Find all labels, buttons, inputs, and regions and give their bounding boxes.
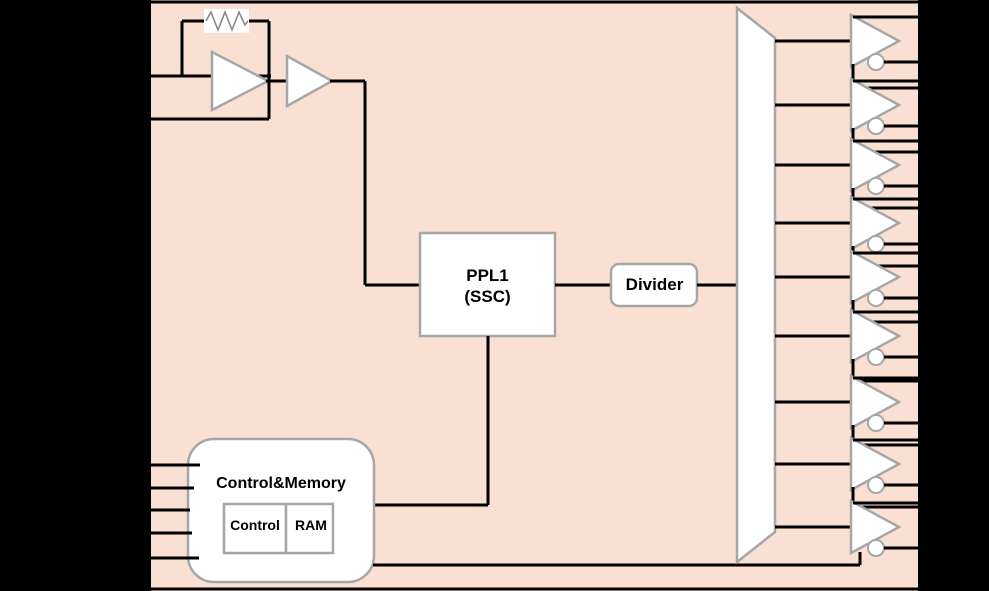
- buffer-4-inverting-bubble-icon: [867, 235, 885, 253]
- output-buffer-2[interactable]: [775, 76, 918, 154]
- pll-to-control-wire: [373, 336, 490, 507]
- oscillator-inverter-icon: [210, 49, 271, 113]
- output-buffer-4[interactable]: [775, 194, 918, 268]
- control-bottom-bus: [373, 552, 862, 567]
- resistor-icon: [204, 9, 249, 33]
- pll-block[interactable]: [418, 231, 557, 338]
- ram-subblock[interactable]: [284, 502, 335, 555]
- buffer-6-inverting-bubble-icon: [867, 348, 885, 366]
- output-buffer-5[interactable]: [775, 248, 918, 324]
- control-subblock[interactable]: [222, 502, 288, 555]
- buffer-7-inverting-bubble-icon: [867, 414, 885, 432]
- osc-to-pll-wire: [330, 79, 421, 287]
- buffer-3-inverting-bubble-icon: [867, 177, 885, 195]
- buffer-1-inverting-bubble-icon: [867, 53, 885, 71]
- buffer-9-inverting-bubble-icon: [867, 539, 885, 557]
- oscillator-feedback-net: [180, 19, 271, 119]
- oscillator-buffer-icon: [285, 53, 335, 109]
- output-buffer-9[interactable]: [775, 498, 918, 557]
- buffer-2-inverting-bubble-icon: [867, 117, 885, 135]
- output-buffer-1[interactable]: [775, 12, 918, 90]
- output-buffer-8[interactable]: [775, 435, 918, 509]
- control-input-pins: [151, 463, 200, 560]
- output-buffer-7[interactable]: [775, 373, 918, 447]
- output-buffer-6[interactable]: [775, 307, 918, 383]
- divider-block[interactable]: [609, 262, 699, 308]
- buffer-5-inverting-bubble-icon: [867, 289, 885, 307]
- clock-distribution-block[interactable]: [735, 5, 777, 565]
- buffer-8-inverting-bubble-icon: [867, 476, 885, 494]
